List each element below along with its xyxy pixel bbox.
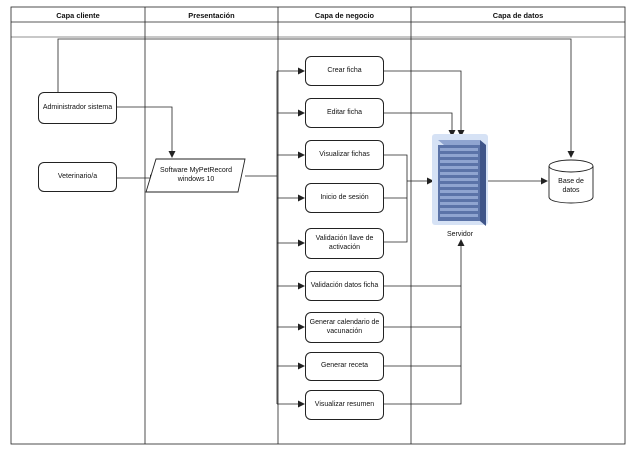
process-validacion-llave[interactable]: Validación llave de activación (305, 228, 384, 259)
process-validacion-datos[interactable]: Validación datos ficha (305, 271, 384, 301)
connectors (57, 38, 575, 408)
admin-actor-box[interactable]: Administrador sistema (38, 92, 117, 124)
lower-processes-to-server (384, 240, 461, 405)
process-crear-ficha[interactable]: Crear ficha (305, 56, 384, 86)
process-inicio-sesion[interactable]: Inicio de sesión (305, 183, 384, 213)
process-generar-receta[interactable]: Generar receta (305, 352, 384, 381)
lane-header-data: Capa de datos (492, 11, 544, 20)
admin-to-database-connector (57, 38, 575, 158)
lane-header-client: Capa cliente (56, 11, 100, 20)
visualizar-fichas-merge (384, 154, 408, 243)
lane-header-business: Capa de negocio (314, 11, 375, 20)
lane-header-presentation: Presentación (188, 11, 235, 20)
server-label: Servidor (446, 231, 474, 238)
process-visualizar-resumen[interactable]: Visualizar resumen (305, 390, 384, 420)
vet-actor-box[interactable]: Veterinario/a (38, 162, 117, 192)
admin-to-software-connector (117, 106, 176, 158)
server-icon (432, 134, 488, 226)
editar-ficha-to-server (384, 112, 456, 137)
crear-ficha-to-server (384, 70, 465, 137)
process-editar-ficha[interactable]: Editar ficha (305, 98, 384, 128)
software-shape (145, 158, 246, 193)
software-label[interactable]: Software MyPetRecord windows 10 (160, 167, 232, 183)
process-visualizar-fichas[interactable]: Visualizar fichas (305, 140, 384, 170)
database-icon (548, 159, 594, 204)
database-label: Base de datos (558, 178, 584, 194)
process-generar-calendario[interactable]: Generar calendario de vacunación (305, 312, 384, 343)
swimlane-frame (10, 6, 626, 445)
